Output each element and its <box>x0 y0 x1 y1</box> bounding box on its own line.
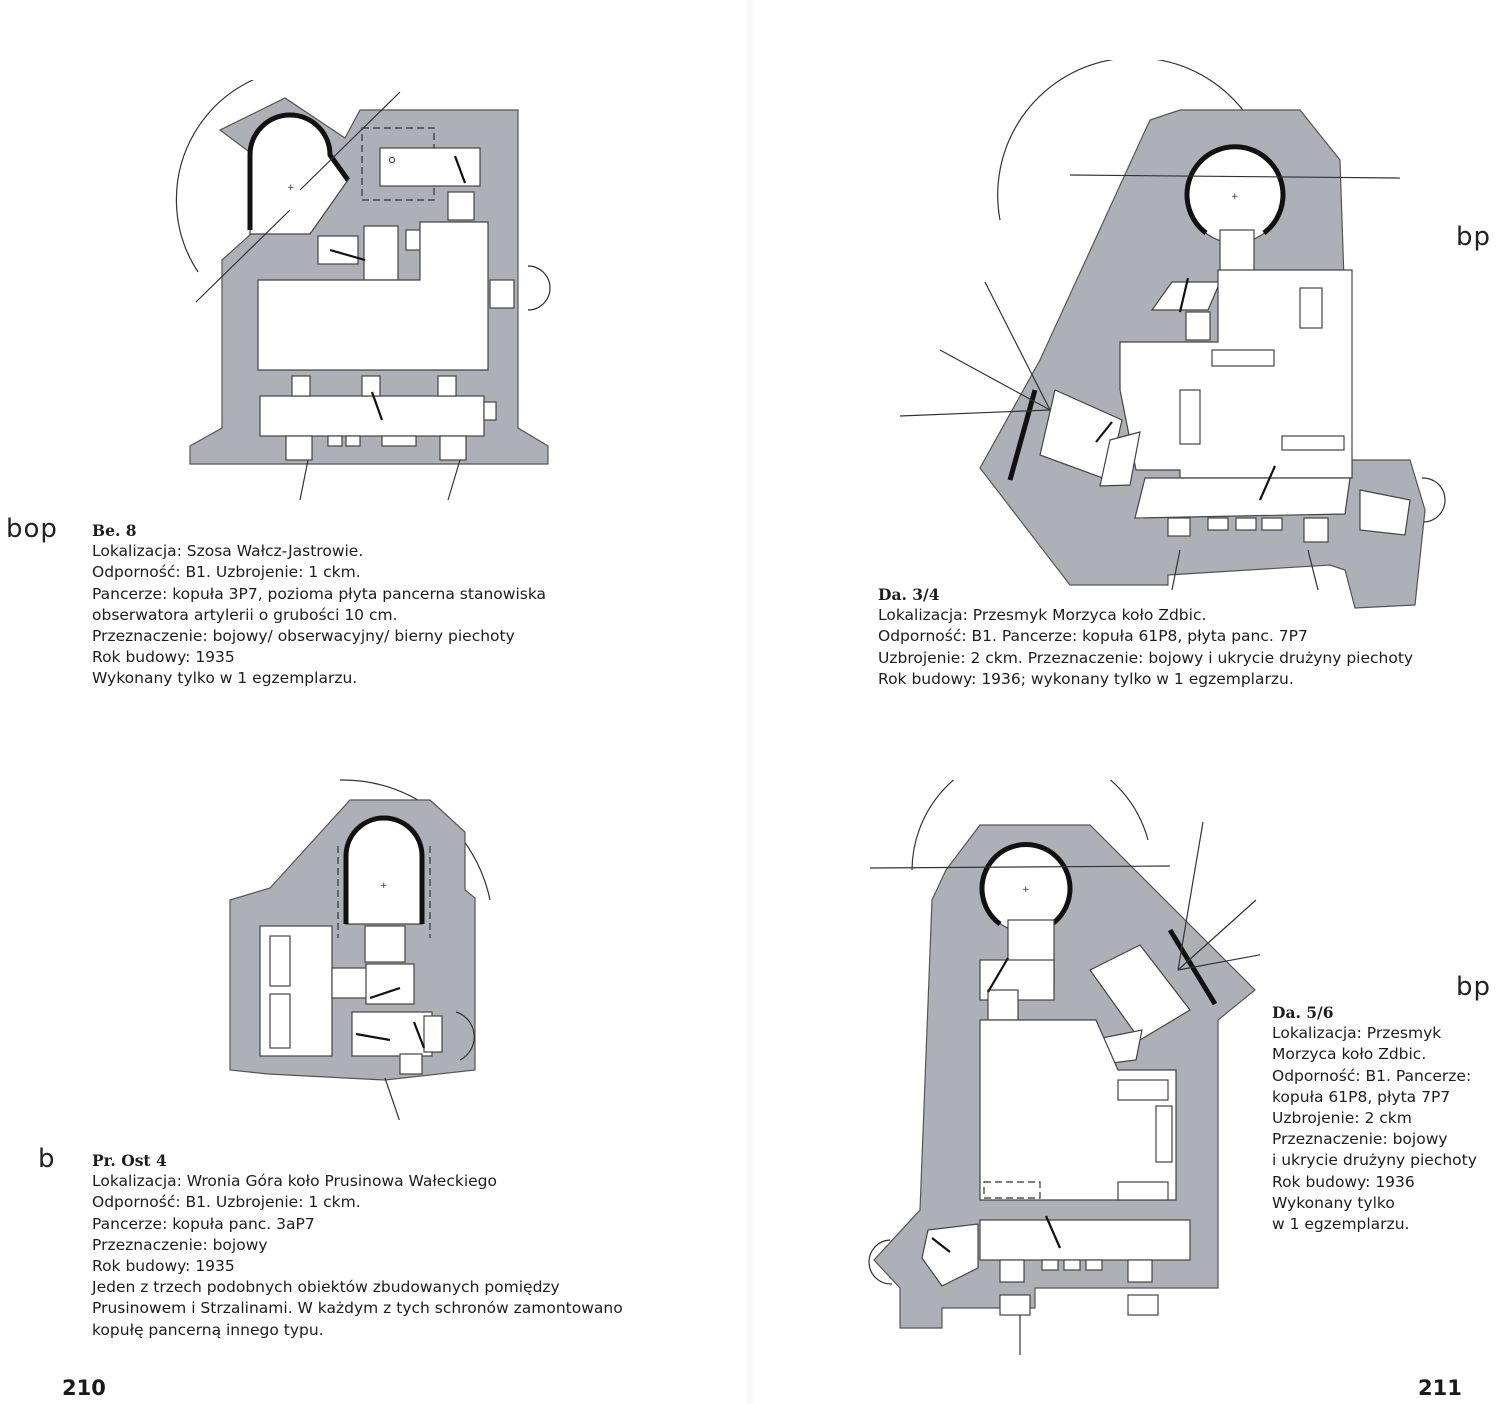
corridor <box>351 1011 433 1057</box>
caption-title: Da. 3/4 <box>878 585 940 604</box>
side-tag-bop: bop <box>6 514 58 544</box>
caption-line: Rok budowy: 1935 <box>92 648 235 667</box>
fire-arc <box>911 780 1149 871</box>
caption-line: Wykonany tylko <box>1272 1193 1395 1212</box>
side-tag-bp: bp <box>1456 972 1492 1002</box>
corridor <box>259 395 485 437</box>
observer-plate-outline <box>361 127 435 201</box>
floor-plan-prost4: + <box>229 779 491 1120</box>
armored-cupola <box>1184 144 1286 235</box>
caption-title: Be. 8 <box>92 521 137 540</box>
armored-cupola <box>343 815 425 924</box>
side-tag-bp: bp <box>1456 222 1492 252</box>
caption-line: Pancerze: kopuła 3P7, pozioma płyta panc… <box>92 584 547 603</box>
page-number-left: 210 <box>62 1376 106 1400</box>
caption-da34: Da. 3/4 Lokalizacja: Przesmyk Morzyca ko… <box>878 584 1413 690</box>
caption-title: Pr. Ost 4 <box>92 1151 167 1170</box>
caption-line: w 1 egzemplarzu. <box>1272 1215 1410 1234</box>
caption-line: Uzbrojenie: 2 ckm. Przeznaczenie: bojowy… <box>878 648 1414 667</box>
armored-cupola <box>979 842 1073 927</box>
caption-line: Przeznaczenie: bojowy <box>1272 1130 1448 1149</box>
page-gutter <box>745 0 755 1404</box>
main-room <box>257 221 489 371</box>
armored-cupola <box>247 112 351 230</box>
caption-line: Lokalizacja: Przesmyk Morzyca koło Zdbic… <box>878 606 1207 625</box>
caption-line: Pancerze: kopuła panc. 3aP7 <box>92 1214 315 1233</box>
caption-line: Wykonany tylko w 1 egzemplarzu. <box>92 669 358 688</box>
caption-line: Odporność: B1. Uzbrojenie: 1 ckm. <box>92 563 361 582</box>
caption-line: Prusinowem i Strzalinami. W każdym z tyc… <box>92 1299 623 1318</box>
caption-line: Lokalizacja: Wronia Góra koło Prusinowa … <box>92 1172 497 1191</box>
svg-text:+: + <box>380 881 388 891</box>
caption-line: Przeznaczenie: bojowy/ obserwacyjny/ bie… <box>92 627 515 646</box>
main-room <box>979 1019 1177 1201</box>
caption-line: Rok budowy: 1936 <box>1272 1172 1415 1191</box>
page-number-right: 211 <box>1418 1376 1462 1400</box>
caption-be8: Be. 8 Lokalizacja: Szosa Wałcz-Jastrowie… <box>92 520 546 690</box>
side-tag-b: b <box>38 1144 56 1174</box>
floor-plan-da34: + <box>899 60 1446 609</box>
caption-line: Lokalizacja: Przesmyk <box>1272 1024 1442 1043</box>
caption-line: obserwatora artylerii o grubości 10 cm. <box>92 605 398 624</box>
corridor <box>979 1219 1191 1261</box>
caption-title: Da. 5/6 <box>1272 1003 1334 1022</box>
caption-line: kopuła 61P8, płyta 7P7 <box>1272 1087 1451 1106</box>
caption-prost4: Pr. Ost 4 Lokalizacja: Wronia Góra koło … <box>92 1150 623 1341</box>
caption-line: Odporność: B1. Pancerze: <box>1272 1066 1472 1085</box>
floor-plan-da56: + <box>868 780 1260 1355</box>
svg-text:+: + <box>1231 192 1239 202</box>
caption-line: Rok budowy: 1936; wykonany tylko w 1 egz… <box>878 669 1294 688</box>
caption-line: Jeden z trzech podobnych obiektów zbudow… <box>92 1278 560 1297</box>
caption-line: Rok budowy: 1935 <box>92 1257 235 1276</box>
caption-line: kopułę pancerną innego typu. <box>92 1320 324 1339</box>
caption-da56: Da. 5/6 Lokalizacja: Przesmyk Morzyca ko… <box>1272 1002 1477 1235</box>
caption-line: Lokalizacja: Szosa Wałcz-Jastrowie. <box>92 542 364 561</box>
caption-line: Morzyca koło Zdbic. <box>1272 1045 1427 1064</box>
caption-line: Uzbrojenie: 2 ckm <box>1272 1109 1412 1128</box>
corridor <box>1134 477 1351 519</box>
caption-line: Przeznaczenie: bojowy <box>92 1235 268 1254</box>
svg-text:+: + <box>287 183 295 193</box>
caption-line: i ukrycie drużyny piechoty <box>1272 1151 1477 1170</box>
floor-plan-be8: + <box>175 80 551 501</box>
caption-line: Odporność: B1. Pancerze: kopuła 61P8, pł… <box>878 627 1308 646</box>
svg-text:+: + <box>1022 885 1030 895</box>
caption-line: Odporność: B1. Uzbrojenie: 1 ckm. <box>92 1193 361 1212</box>
fire-arc <box>175 80 255 273</box>
